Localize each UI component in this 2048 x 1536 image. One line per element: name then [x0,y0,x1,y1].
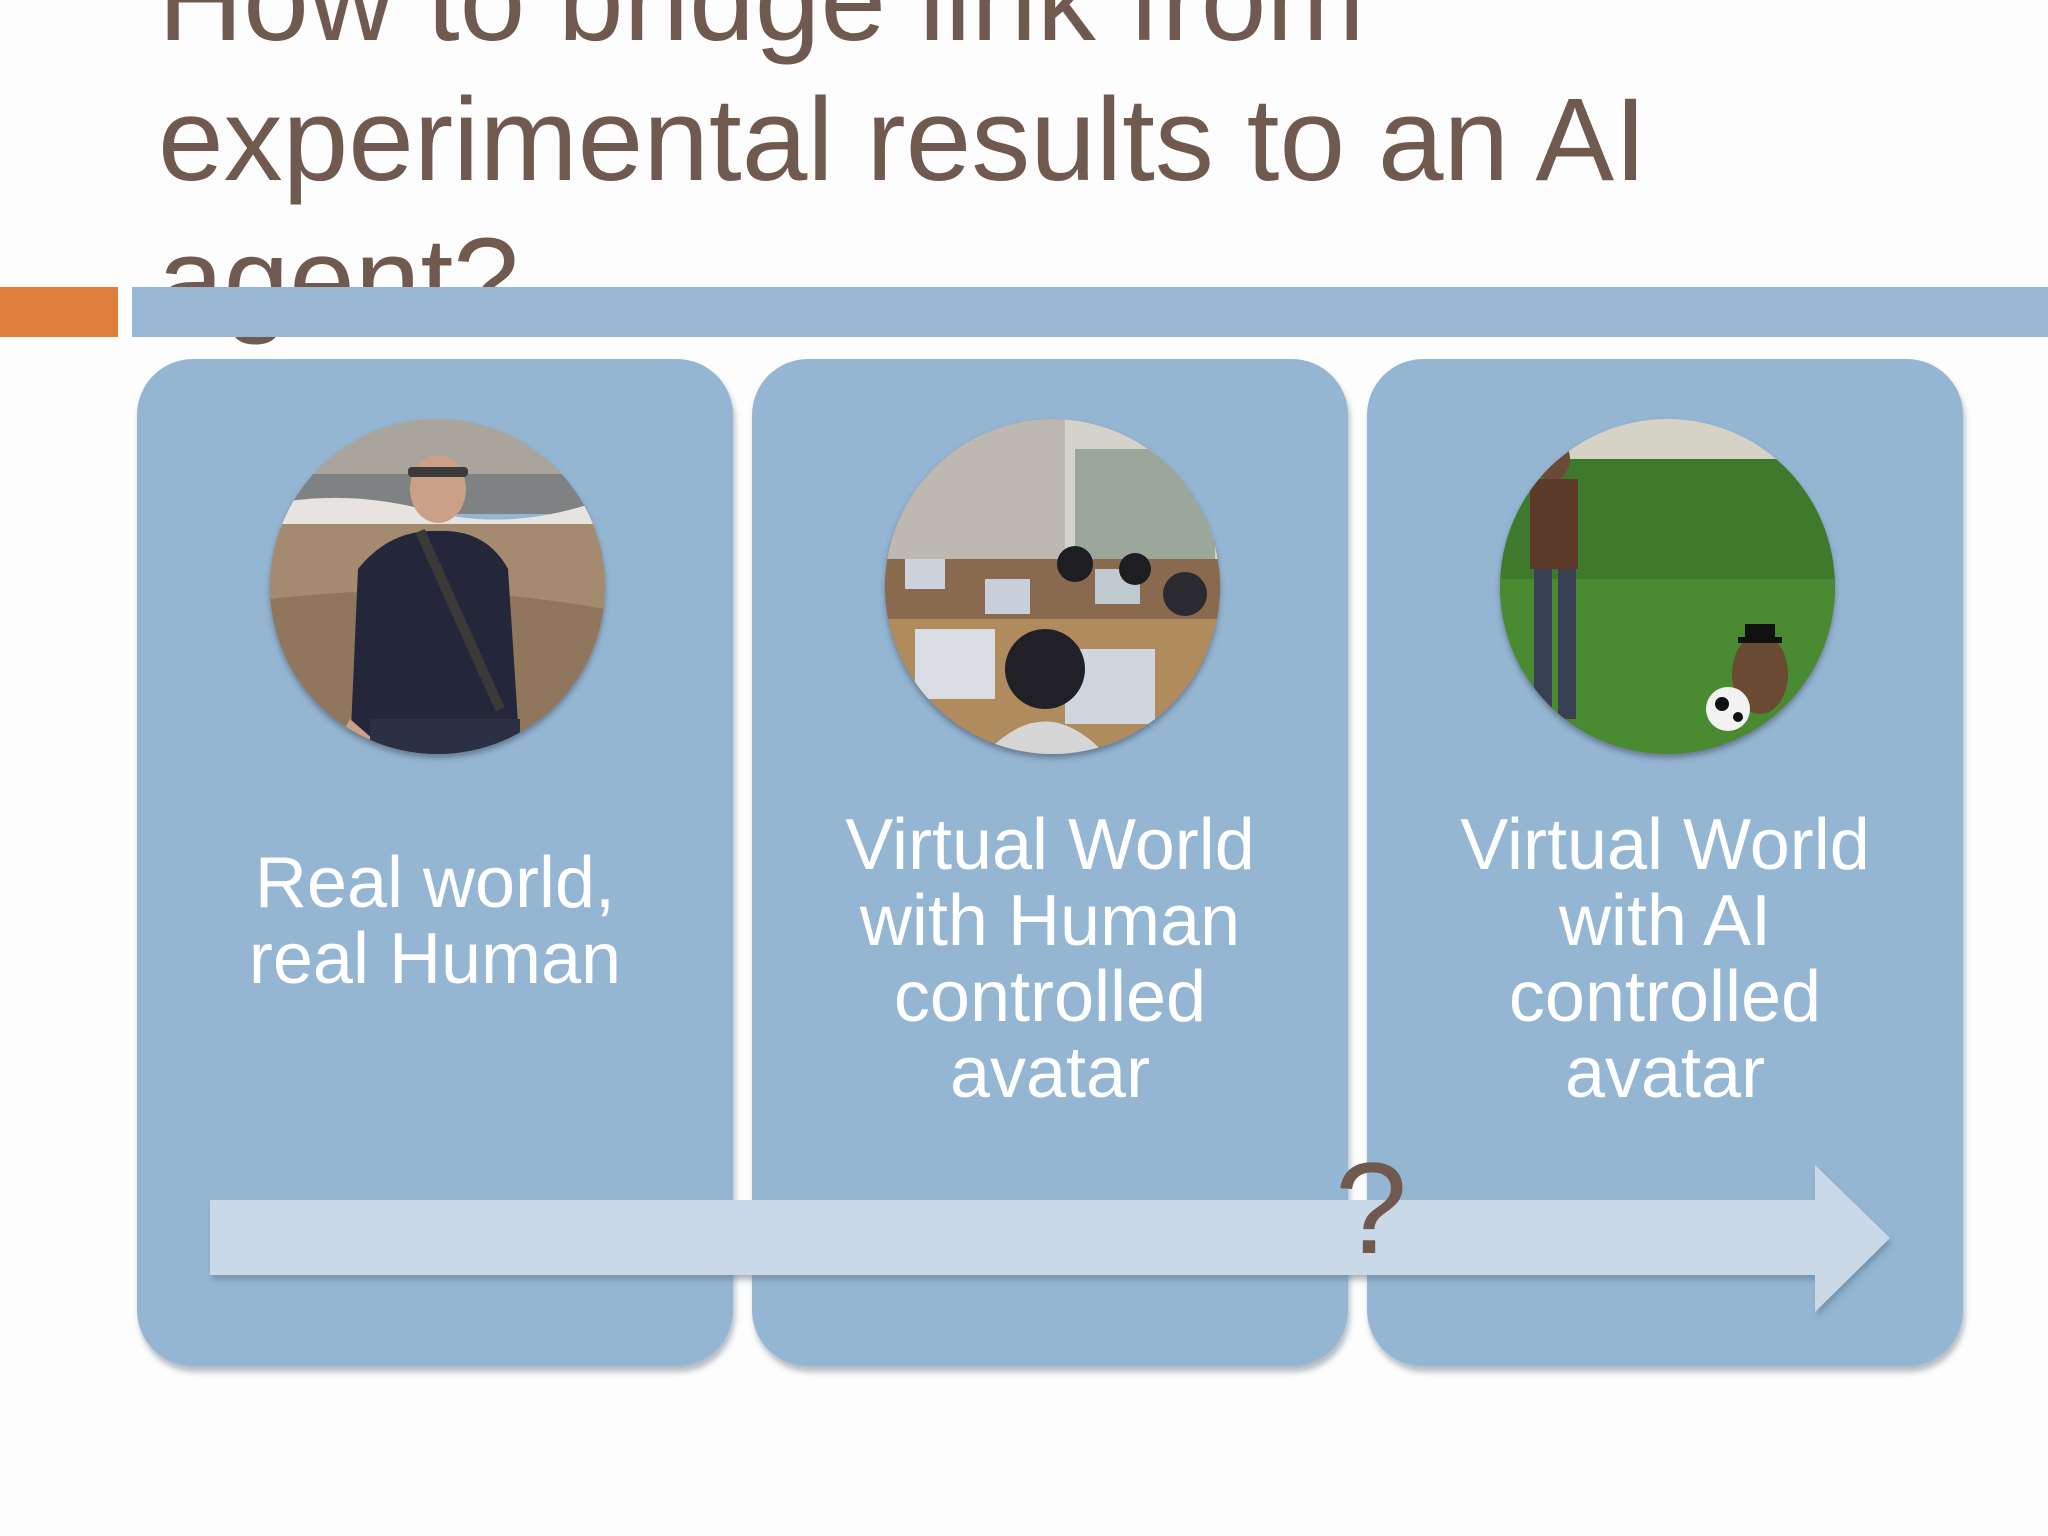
card-label: Real world, real Human [248,843,622,999]
title-line: experimental results to an AI [158,74,1647,206]
virtual-world-avatar-photo [1500,419,1835,754]
title-accent-bar-blue [132,287,2048,337]
card-real-world: Real world, real Human [137,359,733,1366]
person-on-beach-photo [270,419,605,754]
card-label: Virtual World with AI controlled avatar [1460,805,1870,1113]
card-label: Virtual World with Human controlled avat… [845,805,1255,1113]
slide-title: How to bridge link from experimental res… [158,0,1858,350]
title-line: How to bridge link from [158,0,1365,66]
computer-lab-photo [885,419,1220,754]
card-ai-avatar: Virtual World with AI controlled avatar [1367,359,1963,1366]
card-human-avatar: Virtual World with Human controlled avat… [752,359,1348,1366]
title-accent-bar-orange [0,287,118,337]
question-mark-label: ? [1335,1135,1408,1281]
